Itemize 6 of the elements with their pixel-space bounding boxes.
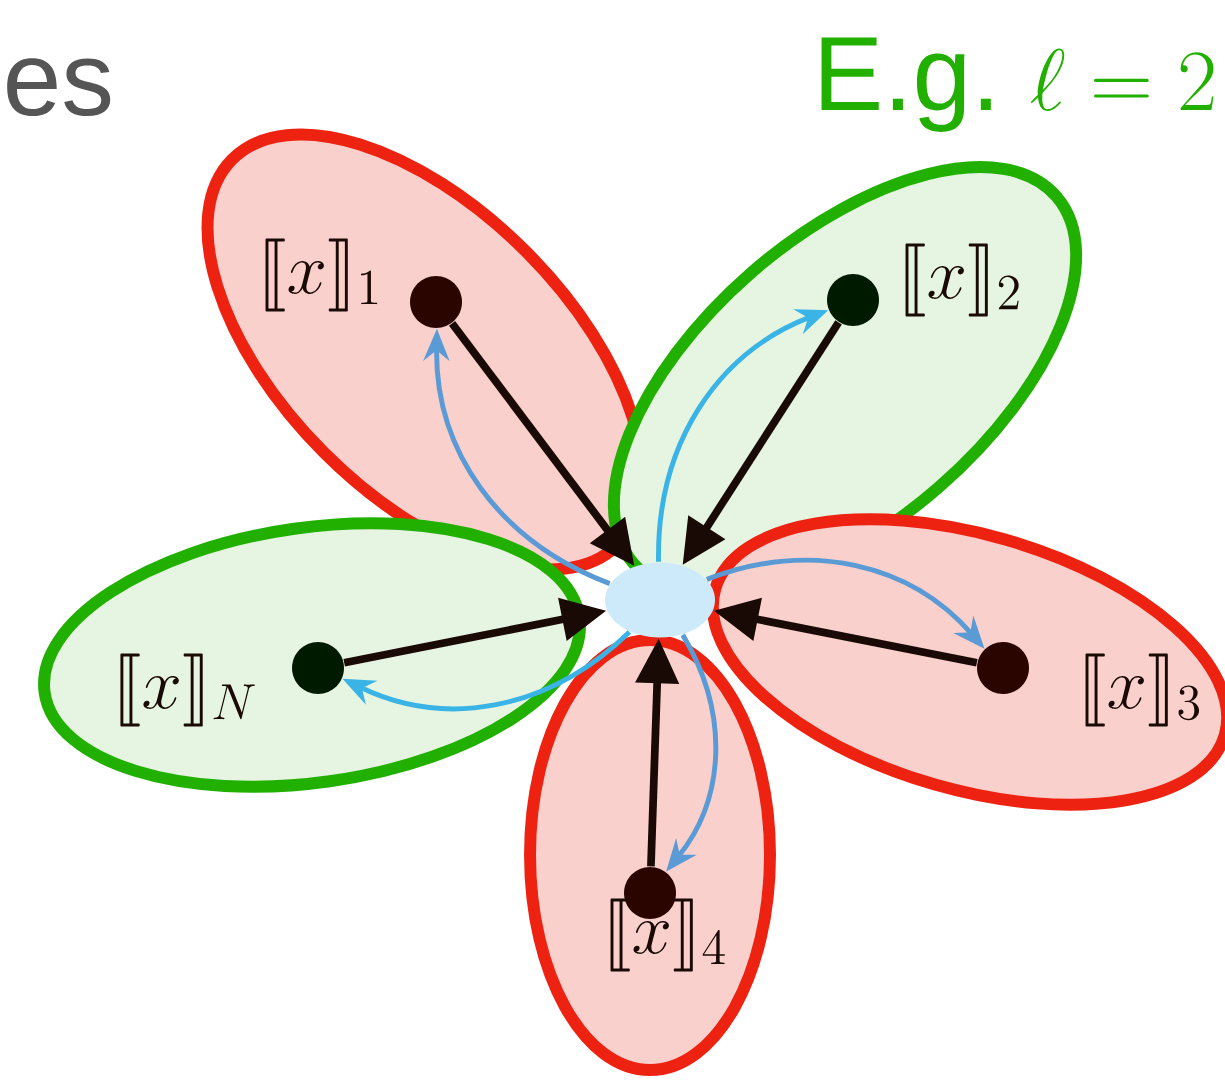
node-label: $\llbracket x\rrbracket_1$ — [265, 238, 378, 312]
dot — [410, 276, 462, 328]
dot — [292, 642, 344, 694]
heading-text: es — [7, 58, 111, 117]
heading-text: E.g. $\ell = 2$ — [821, 37, 1214, 132]
node-label: $\llbracket x\rrbracket_N$ — [120, 653, 255, 727]
